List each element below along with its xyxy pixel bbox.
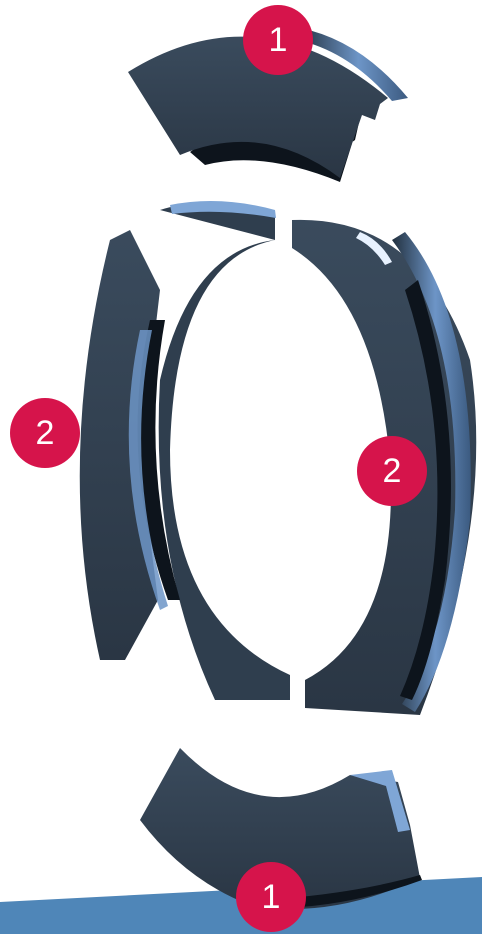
part-number-badge-left: 2 — [10, 398, 80, 468]
part-number-badge-top: 1 — [243, 5, 313, 75]
left-segment — [80, 201, 290, 700]
left-inner-ring — [159, 203, 290, 700]
part-number-badge-right: 2 — [357, 436, 427, 506]
part-number-badge-bottom: 1 — [236, 862, 306, 932]
